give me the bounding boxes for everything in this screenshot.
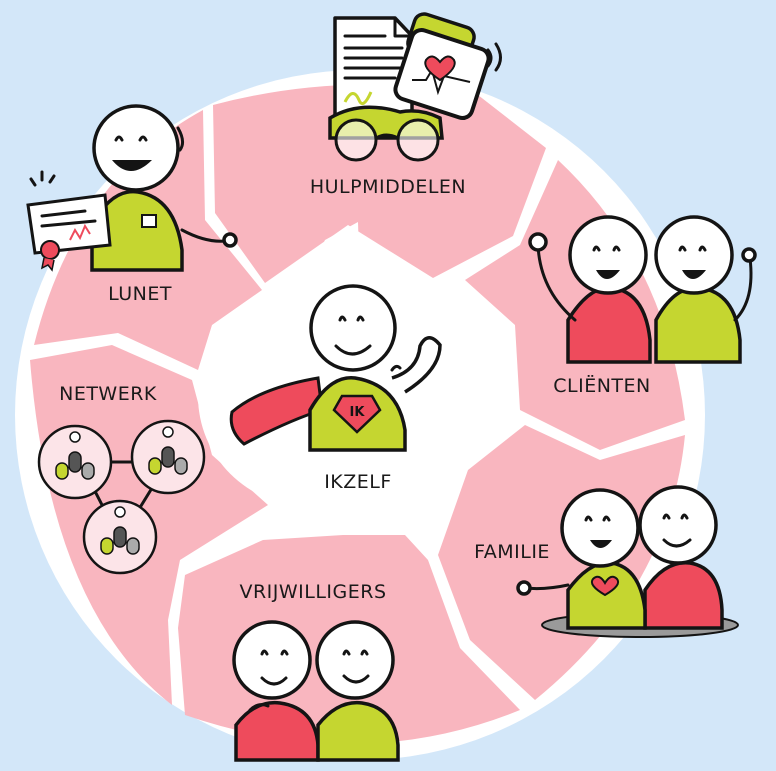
vrijwilligers-illustration xyxy=(232,620,400,762)
lunet-illustration xyxy=(26,104,238,272)
document-icon xyxy=(333,16,414,120)
center-arrow xyxy=(300,222,360,290)
ik-badge-text: IK xyxy=(350,405,366,420)
segment-familie xyxy=(438,425,685,700)
segment-ring xyxy=(30,84,685,744)
glasses-icon xyxy=(328,105,444,162)
network-icon xyxy=(37,419,206,575)
network-node xyxy=(130,419,206,495)
label-clienten: CLIËNTEN xyxy=(553,374,651,397)
network-node xyxy=(37,424,113,500)
network-node xyxy=(82,499,158,575)
familie-illustration xyxy=(516,485,739,638)
label-lunet: LUNET xyxy=(108,283,172,305)
segment-clienten xyxy=(465,160,685,450)
label-familie: FAMILIE xyxy=(474,541,550,563)
label-hulpmiddelen: HULPMIDDELEN xyxy=(310,176,466,198)
certificate-icon xyxy=(26,170,112,272)
hulpmiddelen-illustration xyxy=(328,12,502,162)
label-ikzelf: IKZELF xyxy=(324,471,392,493)
label-vrijwilligers: VRIJWILLIGERS xyxy=(239,581,386,603)
clienten-illustration xyxy=(528,215,757,364)
ik-badge xyxy=(332,394,382,434)
label-netwerk: NETWERK xyxy=(59,383,157,405)
heart-icon xyxy=(590,575,620,597)
ikzelf-illustration: IK xyxy=(229,284,442,452)
segment-hulpmiddelen xyxy=(213,84,546,283)
smartwatch-icon xyxy=(393,12,502,120)
